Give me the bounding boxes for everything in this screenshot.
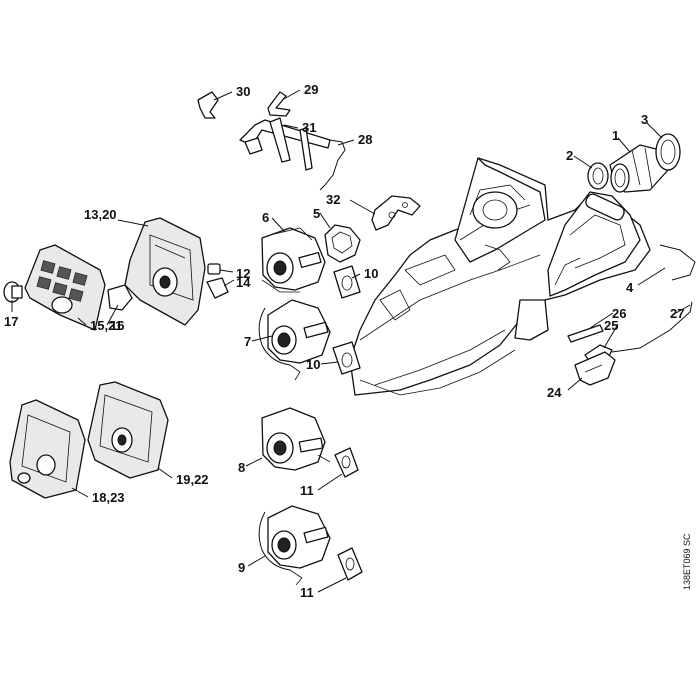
callout-labels: 30 29 31 28 3 1 2 32 6 5 13,20 12 10 14 … bbox=[4, 82, 684, 600]
callout-31: 31 bbox=[302, 120, 316, 135]
carburetor-6 bbox=[261, 227, 326, 293]
gasket-5 bbox=[324, 224, 361, 263]
rod-28 bbox=[319, 139, 346, 191]
callout-17: 17 bbox=[4, 314, 18, 329]
drawing-code: 138ET069 SC bbox=[682, 533, 692, 590]
callout-32: 32 bbox=[326, 192, 340, 207]
bracket-32 bbox=[371, 195, 421, 231]
nut-12 bbox=[207, 263, 221, 275]
callout-11-upper: 11 bbox=[300, 483, 314, 498]
callout-3: 3 bbox=[641, 112, 648, 127]
lever-30 bbox=[197, 91, 219, 119]
callout-24: 24 bbox=[547, 385, 562, 400]
filter-18-23 bbox=[9, 399, 86, 499]
callout-30: 30 bbox=[236, 84, 250, 99]
pin-26 bbox=[567, 324, 604, 343]
callout-1: 1 bbox=[612, 128, 619, 143]
callout-10-upper: 10 bbox=[364, 266, 378, 281]
callout-6: 6 bbox=[262, 210, 269, 225]
plate-11-lower bbox=[337, 547, 363, 581]
gasket-16 bbox=[107, 284, 133, 311]
callout-25: 25 bbox=[604, 318, 618, 333]
callout-9: 9 bbox=[238, 560, 245, 575]
callout-19-22: 19,22 bbox=[176, 472, 209, 487]
filter-15-21 bbox=[24, 244, 106, 331]
callout-15-21: 15,21 bbox=[90, 318, 123, 333]
callout-13-20: 13,20 bbox=[84, 207, 117, 222]
callout-4: 4 bbox=[626, 280, 634, 295]
callout-5: 5 bbox=[313, 206, 320, 221]
lever-shaft-31 bbox=[239, 117, 331, 171]
hose-4 bbox=[659, 244, 696, 281]
callout-16: 16 bbox=[110, 318, 124, 333]
callout-26: 26 bbox=[612, 306, 626, 321]
callout-11-lower: 11 bbox=[300, 585, 314, 600]
callout-18-23: 18,23 bbox=[92, 490, 125, 505]
callout-8: 8 bbox=[238, 460, 245, 475]
trigger-24 bbox=[574, 351, 616, 386]
callout-10-lower: 10 bbox=[306, 357, 320, 372]
callout-2: 2 bbox=[566, 148, 573, 163]
callout-29: 29 bbox=[304, 82, 318, 97]
intake-boot-1 bbox=[609, 144, 669, 193]
callout-14: 14 bbox=[236, 275, 251, 290]
spacer-plate-10-lower bbox=[332, 341, 361, 375]
hose-clamp-3 bbox=[655, 133, 681, 171]
carburetor-7 bbox=[258, 299, 331, 381]
knob-14 bbox=[206, 277, 229, 299]
lever-29 bbox=[267, 91, 291, 117]
callout-28: 28 bbox=[358, 132, 372, 147]
spacer-plate-10-upper bbox=[333, 265, 361, 299]
callout-27: 27 bbox=[670, 306, 684, 321]
crankcase-housing bbox=[349, 157, 651, 396]
rod-27 bbox=[611, 301, 693, 353]
filter-cover-13-20 bbox=[124, 217, 206, 326]
carburetor-8 bbox=[261, 407, 331, 471]
carburetor-9 bbox=[258, 505, 331, 586]
knob-17 bbox=[3, 281, 23, 303]
callout-12: 12 bbox=[236, 266, 250, 281]
intake-ring-2 bbox=[587, 162, 609, 190]
filter-cover-19-22 bbox=[87, 381, 169, 479]
leader-lines bbox=[11, 89, 691, 593]
callout-7: 7 bbox=[244, 334, 251, 349]
plate-11-upper bbox=[334, 447, 359, 478]
